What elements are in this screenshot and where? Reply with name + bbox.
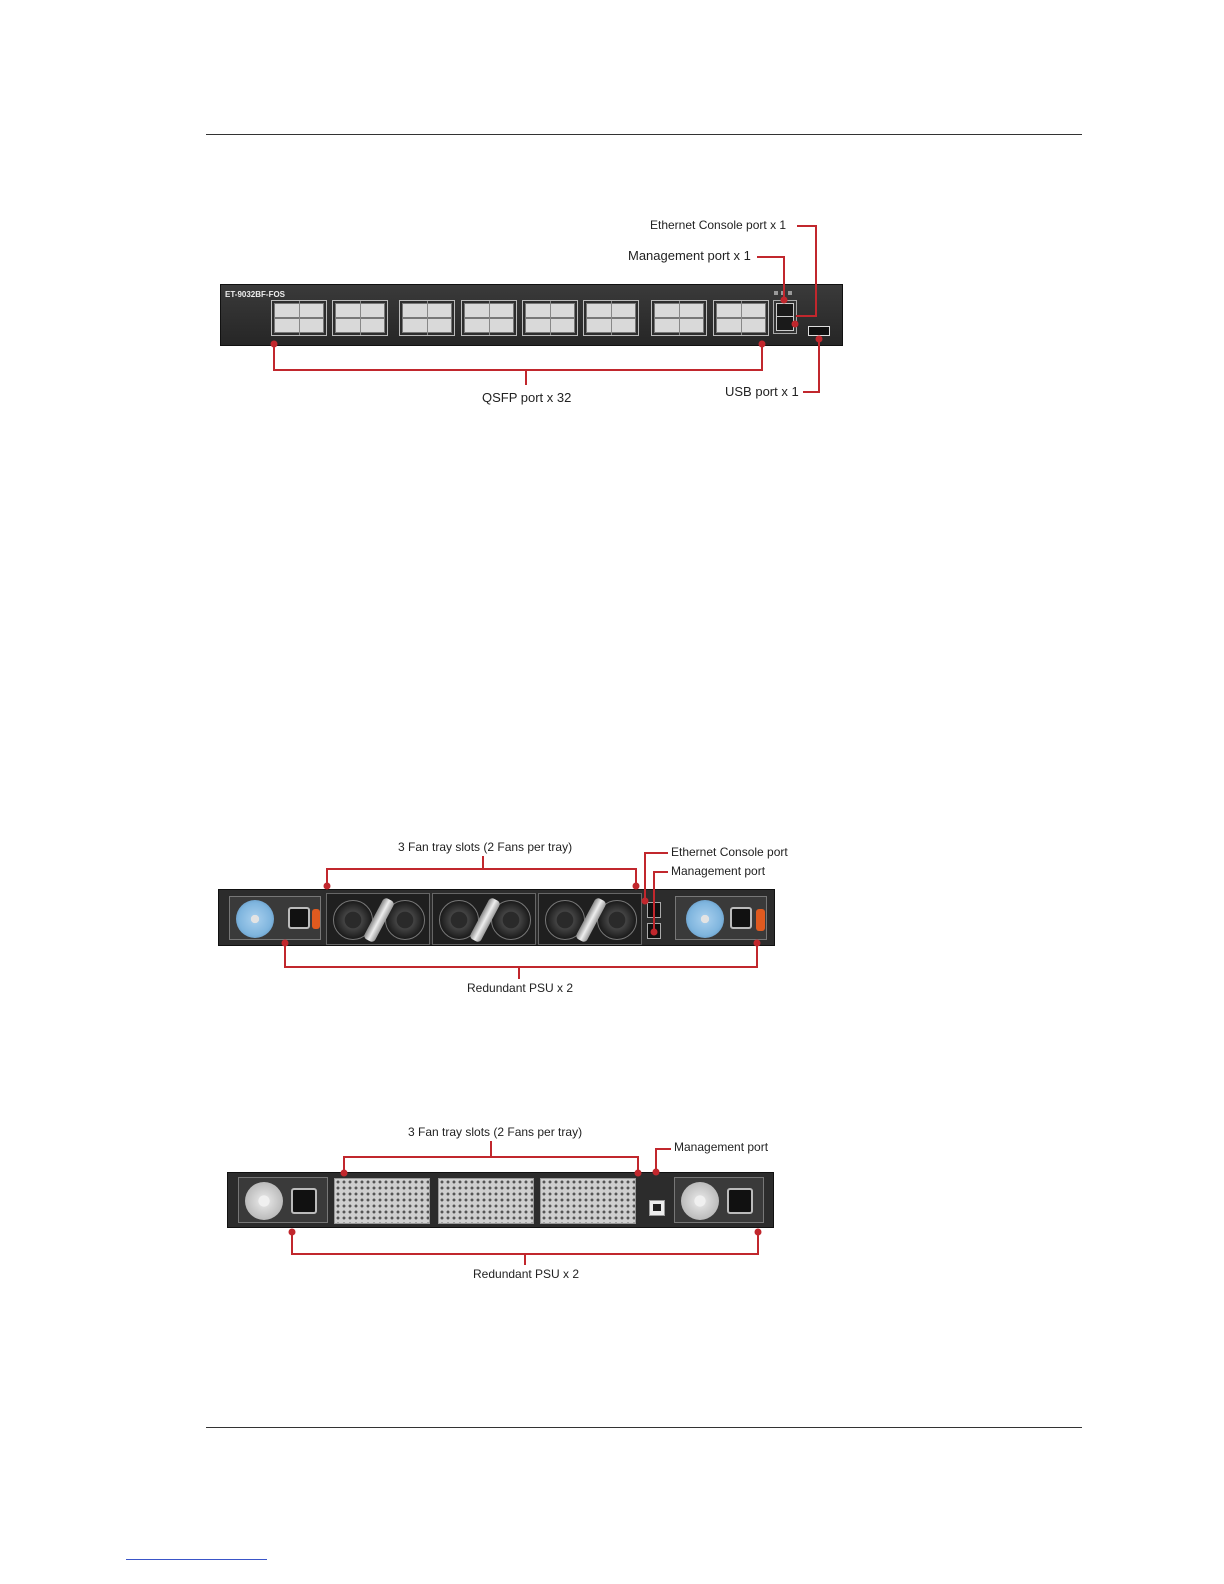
- fan-tray-3: [540, 1178, 636, 1224]
- qsfp-cage: [522, 300, 578, 336]
- rear-panel-a-image: [218, 889, 775, 946]
- qsfp-cage: [399, 300, 455, 336]
- usb-port: [808, 326, 830, 336]
- model-label: ET-9032BF-FOS: [225, 290, 285, 299]
- usb-port-label: USB port x 1: [725, 384, 799, 399]
- footer-link-underline[interactable]: [126, 1559, 267, 1560]
- front-panel-image: ET-9032BF-FOS: [220, 284, 843, 346]
- rear-panel-b-image: [227, 1172, 774, 1228]
- qsfp-cage: [461, 300, 517, 336]
- management-console-ports: [773, 300, 797, 334]
- footer-rule: [206, 1427, 1082, 1428]
- qsfp-cage: [583, 300, 639, 336]
- fan-tray-label: 3 Fan tray slots (2 Fans per tray): [398, 840, 572, 854]
- rear-psu-label: Redundant PSU x 2: [467, 981, 573, 995]
- rear-management-port: [649, 1200, 665, 1216]
- status-led: [774, 291, 778, 295]
- rear-management-label: Management port: [671, 864, 765, 878]
- rear-psu-label: Redundant PSU x 2: [473, 1267, 579, 1281]
- qsfp-cage: [271, 300, 327, 336]
- fan-tray-1: [326, 893, 430, 945]
- fan-tray-2: [432, 893, 536, 945]
- status-led: [788, 291, 792, 295]
- qsfp-cage: [651, 300, 707, 336]
- management-port-label: Management port x 1: [628, 248, 751, 263]
- rear-management-label: Management port: [674, 1140, 768, 1154]
- fan-tray-2: [438, 1178, 534, 1224]
- psu-right: [674, 1177, 764, 1223]
- fan-tray-label: 3 Fan tray slots (2 Fans per tray): [408, 1125, 582, 1139]
- psu-right: [675, 896, 767, 940]
- qsfp-cage: [713, 300, 769, 336]
- header-rule: [206, 134, 1082, 135]
- psu-left: [229, 896, 321, 940]
- fan-tray-1: [334, 1178, 430, 1224]
- psu-left: [238, 1177, 328, 1223]
- rear-console-label: Ethernet Console port: [671, 845, 788, 859]
- console-port-label: Ethernet Console port x 1: [650, 218, 786, 232]
- qsfp-port-label: QSFP port x 32: [482, 390, 571, 405]
- fan-tray-3: [538, 893, 642, 945]
- qsfp-cage: [332, 300, 388, 336]
